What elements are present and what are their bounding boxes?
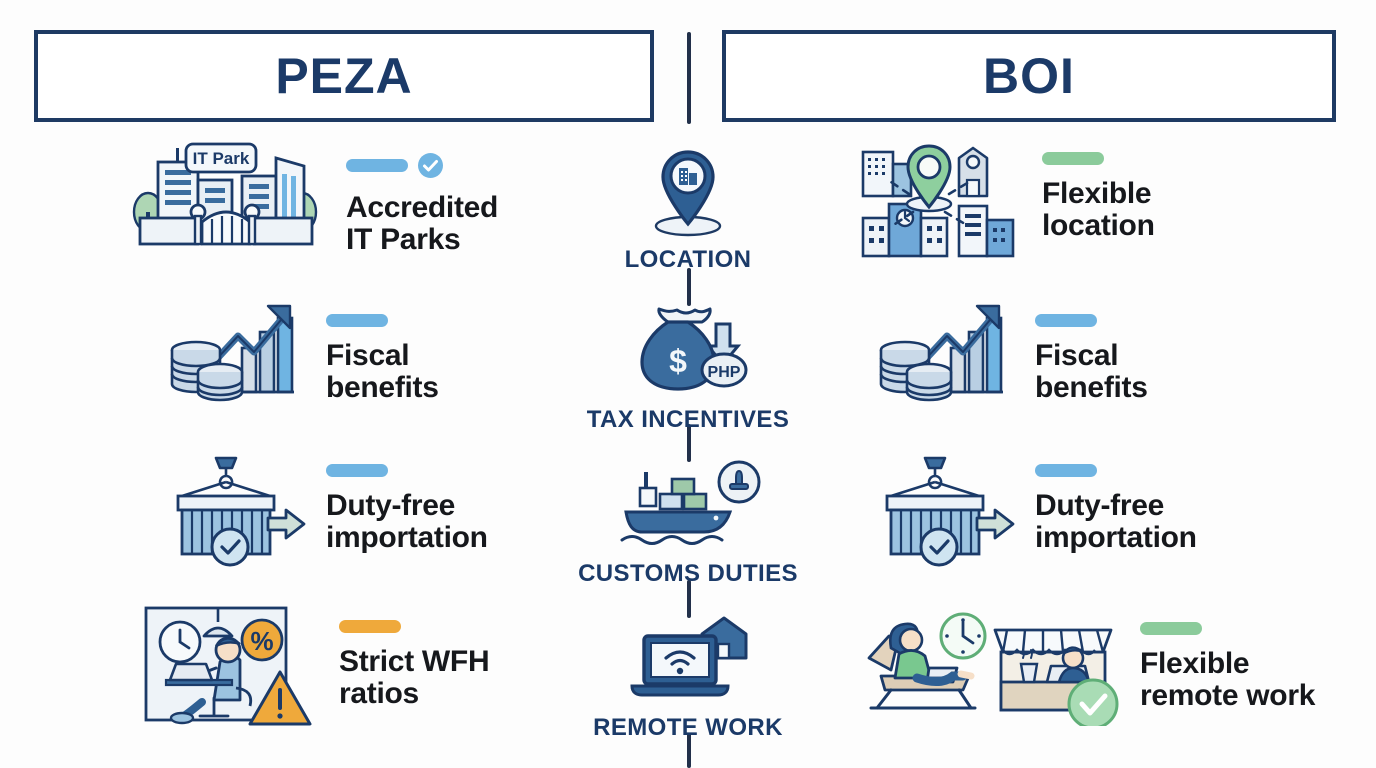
boi-row-flexible-remote-work: Flexible remote work bbox=[855, 606, 1315, 726]
center-item-tax-incentives: $ PHP TAX INCENTIVES bbox=[548, 306, 828, 434]
peza-label-it-parks: Accredited IT Parks bbox=[346, 191, 499, 257]
svg-text:$: $ bbox=[669, 343, 687, 379]
center-item-customs-duties: CUSTOMS DUTIES bbox=[548, 460, 828, 588]
location-pin-building-icon bbox=[548, 146, 828, 240]
boi-row-flexible-location: Flexible location bbox=[855, 142, 1155, 264]
divider-segment-3 bbox=[687, 580, 691, 618]
shipping-container-check-icon bbox=[877, 452, 1017, 567]
accent-dash bbox=[1035, 464, 1097, 477]
office-worker-warning-icon: % bbox=[140, 602, 325, 727]
svg-text:IT Park: IT Park bbox=[193, 149, 250, 168]
multi-location-pin-buildings-icon bbox=[855, 142, 1020, 264]
beach-laptop-cafe-check-icon bbox=[855, 606, 1130, 726]
boi-title: BOI bbox=[983, 48, 1075, 104]
boi-row-duty-free: Duty-free importation bbox=[855, 452, 1197, 567]
boi-label-flexible-remote-work: Flexible remote work bbox=[1140, 647, 1316, 713]
boi-text-flexible-remote-work: Flexible remote work bbox=[1140, 622, 1315, 712]
svg-text:PHP: PHP bbox=[708, 364, 741, 381]
divider-segment-bottom bbox=[687, 733, 691, 768]
peza-label-strict-wfh: Strict WFH ratios bbox=[339, 645, 490, 711]
peza-row-strict-wfh: % Strict WFH rati bbox=[120, 602, 490, 727]
divider-segment-1 bbox=[687, 268, 691, 306]
boi-text-duty-free: Duty-free importation bbox=[1035, 464, 1197, 554]
accent-dash bbox=[1140, 622, 1202, 635]
boi-label-duty-free: Duty-free importation bbox=[1035, 489, 1197, 555]
cargo-ship-stamp-icon bbox=[548, 460, 828, 554]
peza-text-fiscal-benefits: Fiscal benefits bbox=[326, 314, 439, 404]
boi-label-fiscal-benefits: Fiscal benefits bbox=[1035, 339, 1148, 405]
accent-dash bbox=[1035, 314, 1097, 327]
boi-text-flexible-location: Flexible location bbox=[1042, 152, 1155, 242]
boi-header: BOI bbox=[722, 30, 1336, 122]
boi-text-fiscal-benefits: Fiscal benefits bbox=[1035, 314, 1148, 404]
accent-dash bbox=[1042, 152, 1104, 165]
peza-marker-it-parks bbox=[346, 152, 498, 179]
check-circle-icon bbox=[418, 153, 443, 178]
peza-row-it-parks: IT Park Accredited IT Parks bbox=[120, 140, 498, 265]
divider-segment-top bbox=[687, 32, 691, 124]
peza-text-strict-wfh: Strict WFH ratios bbox=[339, 620, 490, 711]
peza-header: PEZA bbox=[34, 30, 654, 122]
money-bag-php-icon: $ PHP bbox=[548, 306, 828, 400]
coins-growth-chart-icon bbox=[168, 300, 308, 405]
center-label-customs-duties: CUSTOMS DUTIES bbox=[578, 560, 798, 587]
center-item-remote-work: REMOTE WORK bbox=[548, 614, 828, 742]
peza-label-duty-free: Duty-free importation bbox=[326, 489, 488, 555]
coins-growth-chart-icon bbox=[877, 300, 1017, 405]
laptop-house-wifi-icon bbox=[548, 614, 828, 708]
boi-label-flexible-location: Flexible location bbox=[1042, 177, 1155, 243]
accent-dash bbox=[346, 159, 408, 172]
peza-label-fiscal-benefits: Fiscal benefits bbox=[326, 339, 439, 405]
peza-row-duty-free: Duty-free importation bbox=[120, 452, 488, 567]
accent-dash bbox=[326, 314, 388, 327]
accent-dash bbox=[339, 620, 401, 633]
center-label-tax-incentives: TAX INCENTIVES bbox=[586, 406, 790, 433]
peza-text-it-parks: Accredited IT Parks bbox=[346, 152, 498, 256]
it-park-buildings-gate-icon: IT Park bbox=[120, 140, 330, 265]
peza-text-duty-free: Duty-free importation bbox=[326, 464, 488, 554]
boi-row-fiscal-benefits: Fiscal benefits bbox=[855, 300, 1148, 405]
center-label-location: LOCATION bbox=[624, 246, 752, 273]
peza-row-fiscal-benefits: Fiscal benefits bbox=[120, 300, 439, 405]
divider-segment-2 bbox=[687, 424, 691, 462]
center-item-location: LOCATION bbox=[548, 146, 828, 274]
center-label-remote-work: REMOTE WORK bbox=[593, 714, 783, 741]
peza-title: PEZA bbox=[275, 48, 413, 104]
shipping-container-check-icon bbox=[168, 452, 308, 567]
accent-dash bbox=[326, 464, 388, 477]
svg-text:%: % bbox=[250, 626, 273, 656]
